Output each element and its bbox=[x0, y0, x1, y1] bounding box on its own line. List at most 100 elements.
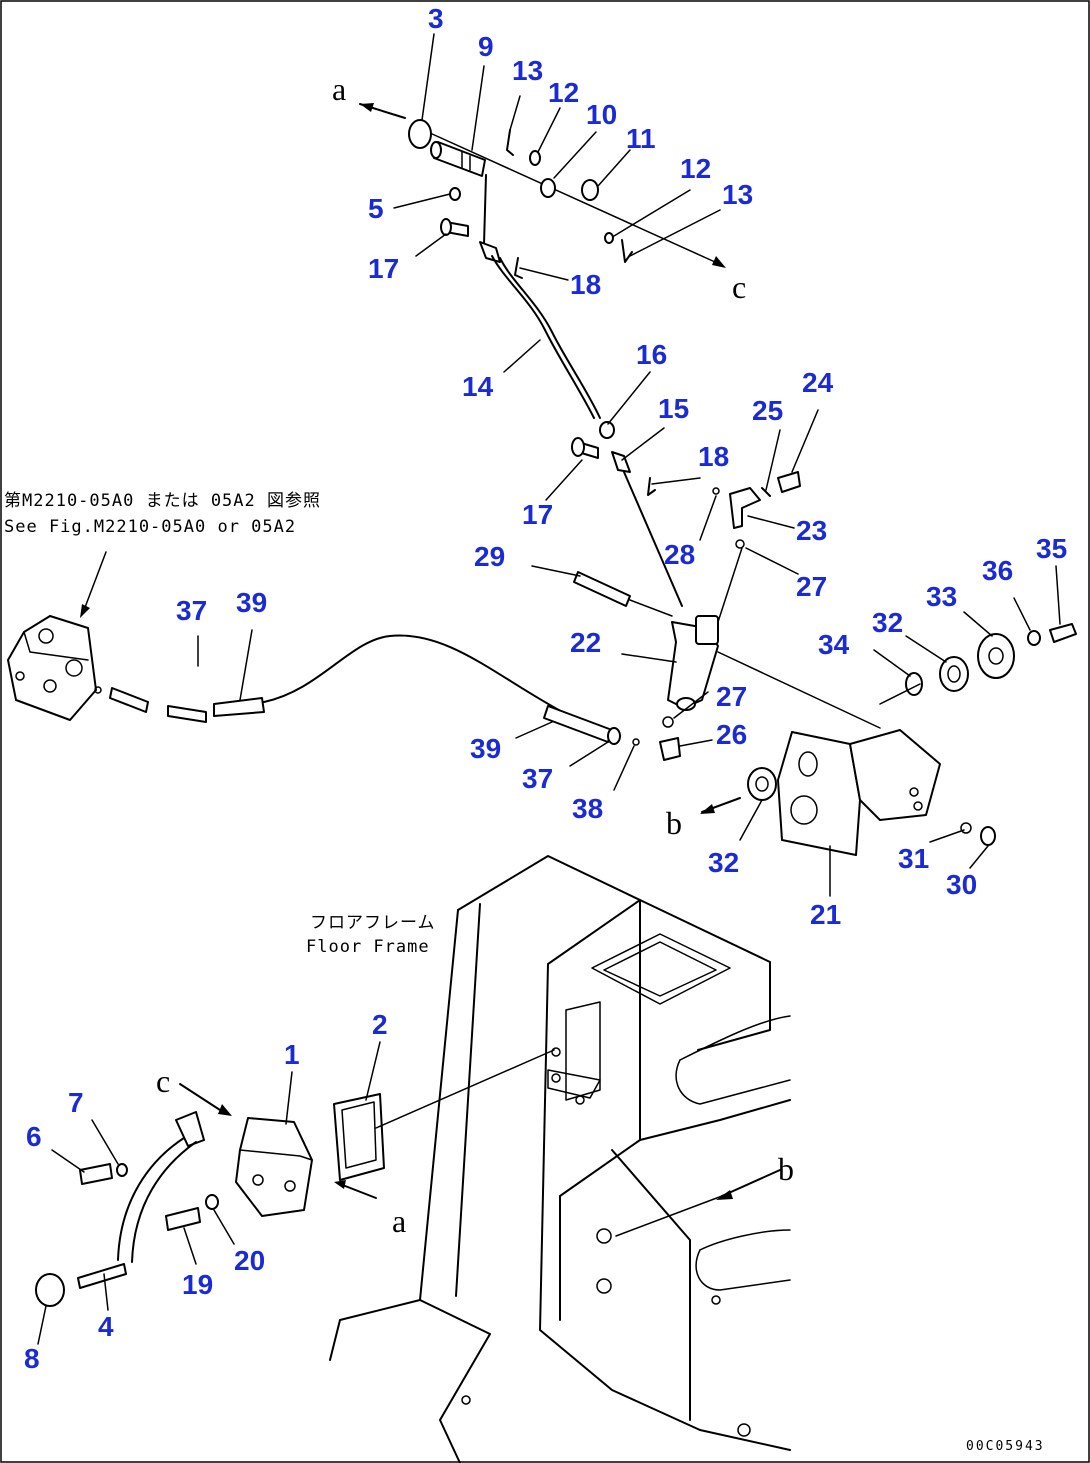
part-36-washer bbox=[1027, 630, 1041, 646]
leader-12b bbox=[613, 189, 691, 237]
part-22-outlet bbox=[676, 697, 696, 711]
part-18-clevis bbox=[479, 241, 501, 263]
part-callout: 13 bbox=[722, 179, 753, 210]
part-callout: 12 bbox=[548, 77, 579, 108]
hose-line bbox=[717, 547, 743, 623]
cable-oring-left bbox=[94, 686, 102, 694]
part-37-nut-left bbox=[167, 705, 207, 723]
frame-slot-bottom bbox=[675, 1059, 791, 1105]
link-arm bbox=[623, 471, 683, 607]
part-callout: 2 bbox=[372, 1009, 388, 1040]
leader-12 bbox=[537, 107, 561, 153]
part-23-elbow bbox=[729, 487, 761, 529]
leader-29 bbox=[531, 565, 581, 577]
part-4-arm bbox=[117, 1137, 185, 1261]
part-39-sleeve-right bbox=[543, 705, 613, 743]
leader-17b bbox=[545, 459, 583, 501]
part-callout: 37 bbox=[176, 595, 207, 626]
valve-edge bbox=[23, 631, 89, 661]
part-16-nut bbox=[599, 421, 615, 439]
part-27-oring-2 bbox=[662, 716, 674, 728]
leader-35 bbox=[1055, 565, 1061, 625]
part-10-bushing bbox=[540, 178, 556, 198]
arm-hole-2 bbox=[913, 801, 923, 811]
part-29-cable-end bbox=[573, 571, 631, 607]
part-callout: 1 bbox=[284, 1039, 300, 1070]
part-4-rod-end bbox=[77, 1263, 127, 1289]
part-33-hole bbox=[988, 647, 1004, 665]
note-leader bbox=[83, 551, 107, 611]
part-20-washer bbox=[205, 1194, 219, 1210]
part-30-nut bbox=[980, 826, 996, 846]
part-1-port-1 bbox=[252, 1174, 264, 1186]
leader-27 bbox=[745, 547, 799, 575]
leader-26 bbox=[679, 739, 713, 747]
leader-18b bbox=[651, 477, 701, 485]
part-37-end-right bbox=[607, 727, 621, 745]
leader-28 bbox=[699, 495, 717, 541]
frame-bolt-2 bbox=[551, 1073, 561, 1083]
part-callout: 32 bbox=[872, 607, 903, 638]
part-8-knob bbox=[35, 1273, 65, 1307]
part-32-hole-2 bbox=[755, 776, 769, 792]
part-15-clevis bbox=[611, 451, 631, 473]
part-callout: 25 bbox=[752, 395, 783, 426]
arrow-b2-head bbox=[716, 1190, 733, 1200]
ref-letter: a bbox=[392, 1203, 406, 1239]
part-32-washer bbox=[939, 656, 969, 692]
valve-port-1 bbox=[38, 628, 54, 644]
part-callout: 10 bbox=[586, 99, 617, 130]
valve-linkage bbox=[571, 421, 881, 761]
leader-32b bbox=[739, 799, 763, 841]
part-callout: 11 bbox=[626, 123, 656, 154]
frame-hole-3 bbox=[737, 1423, 751, 1437]
control-valve-cable bbox=[7, 551, 640, 746]
part-callout: 17 bbox=[522, 499, 553, 530]
part-32-washer-2 bbox=[747, 767, 777, 801]
drawing-code: 00C05943 bbox=[966, 1439, 1045, 1454]
arrow-b-head bbox=[700, 804, 715, 814]
leader-lines bbox=[37, 33, 1061, 1345]
part-callout: 32 bbox=[708, 847, 739, 878]
arrow-c2-head bbox=[218, 1104, 232, 1116]
part-callout: 9 bbox=[478, 31, 494, 62]
part-35-bolt bbox=[1049, 623, 1077, 643]
leader-32 bbox=[905, 635, 947, 663]
part-callout: 27 bbox=[796, 571, 827, 602]
part-callout: 6 bbox=[26, 1121, 42, 1152]
arrow-a-head bbox=[360, 103, 374, 112]
leader-31 bbox=[929, 829, 965, 843]
part-3-collar bbox=[408, 119, 432, 149]
part-callout: 19 bbox=[182, 1269, 213, 1300]
leader-36 bbox=[1013, 597, 1031, 631]
leader-39 bbox=[515, 721, 553, 739]
frame-column bbox=[539, 963, 701, 1431]
leader-27b bbox=[673, 691, 709, 719]
part-callout: 14 bbox=[462, 371, 494, 402]
ref-letter: c bbox=[156, 1063, 170, 1099]
part-27-oring bbox=[735, 539, 745, 549]
frame-hole-1 bbox=[596, 1228, 612, 1244]
leader-17 bbox=[415, 233, 447, 257]
part-callout: 21 bbox=[810, 899, 841, 930]
lever-arm bbox=[483, 174, 487, 245]
cable-rod bbox=[629, 599, 673, 617]
part-11-collar bbox=[581, 179, 599, 201]
part-14-rod-edge bbox=[499, 257, 601, 419]
leader-37 bbox=[569, 741, 609, 767]
part-18-cotter-2 bbox=[647, 477, 656, 496]
part-5-pin bbox=[449, 187, 461, 201]
part-9-band bbox=[461, 151, 471, 171]
floor-frame-label: フロアフレーム Floor Frame bbox=[306, 913, 435, 957]
valve-port-2 bbox=[65, 659, 83, 677]
leader-9 bbox=[471, 65, 485, 151]
frame-slot-2-b bbox=[695, 1249, 791, 1291]
frame-slot-top bbox=[679, 1015, 791, 1061]
part-callout: 16 bbox=[636, 339, 667, 370]
frame-side-edge bbox=[611, 1149, 691, 1421]
part-21-plate bbox=[777, 731, 861, 856]
part-37-end-left bbox=[109, 687, 149, 713]
washer-axis bbox=[879, 683, 921, 705]
arrow-a2-head bbox=[334, 1180, 346, 1189]
